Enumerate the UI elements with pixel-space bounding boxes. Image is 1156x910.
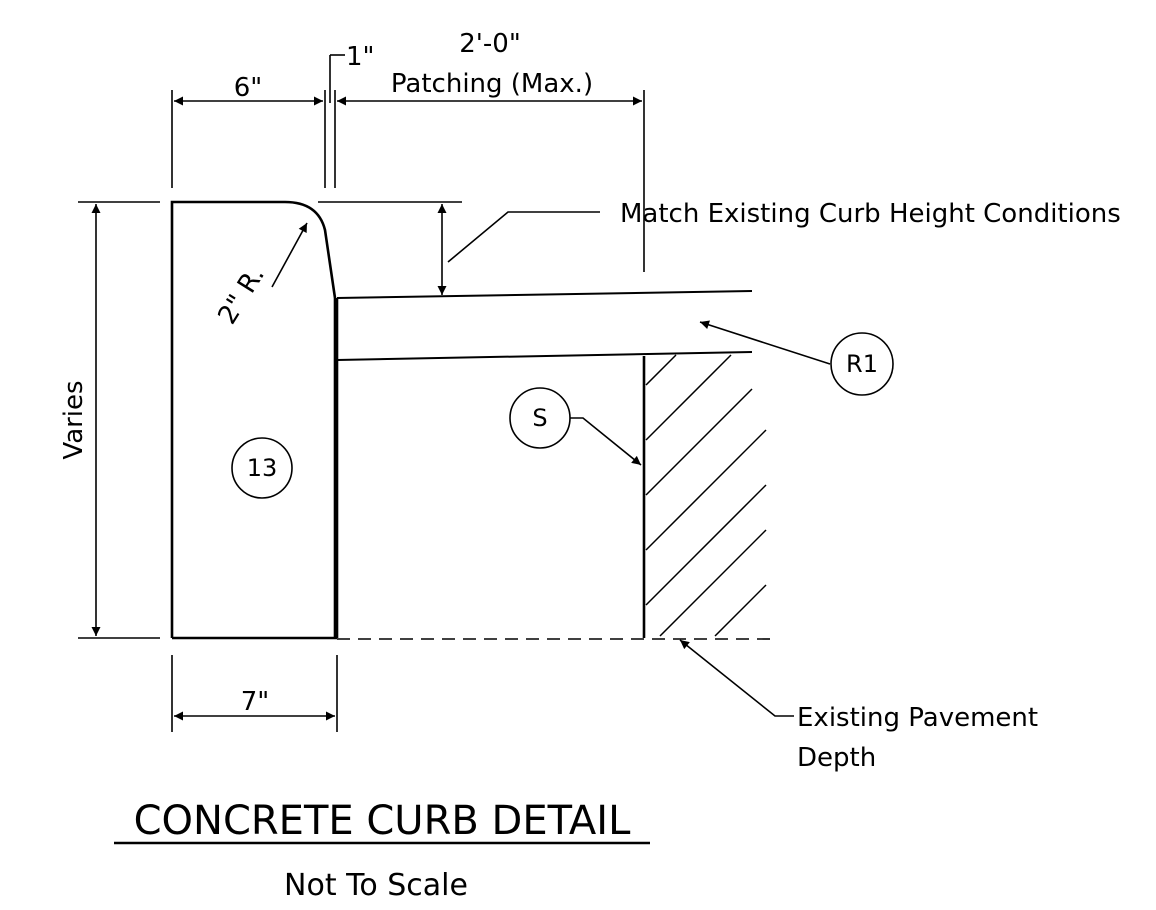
dim-patch-label: Patching (Max.) [391, 69, 593, 99]
r1-tag-label: R1 [846, 350, 878, 378]
radius-leader [271, 222, 308, 288]
radius-label: 2" R. [212, 261, 270, 330]
match-height-leader [447, 211, 600, 263]
match-height-label: Match Existing Curb Height Conditions [620, 199, 1121, 229]
dim-6in-label: 6" [234, 73, 263, 103]
r1-leader [699, 320, 831, 365]
pavement-depth-leader [679, 639, 794, 717]
dim-patch-length-label: 2'-0" [459, 29, 521, 59]
dim-1in-label: 1" [346, 42, 375, 72]
drawing-title: CONCRETE CURB DETAIL [134, 798, 631, 844]
pavement-depth-label-2: Depth [797, 743, 876, 773]
dim-7in-label: 7" [241, 687, 270, 717]
pavement-depth-label-1: Existing Pavement [797, 703, 1038, 733]
existing-pavement-hatch [645, 354, 767, 637]
dim-height-label: Varies [59, 380, 89, 459]
curb-tag-circle [231, 437, 293, 499]
pavement-top-surface [336, 290, 753, 299]
s-tag-label: S [532, 404, 547, 432]
curb-tag-label: 13 [247, 454, 278, 482]
curb-outline [170, 200, 337, 638]
s-leader [570, 417, 642, 466]
r1-tag-circle [830, 332, 894, 396]
drawing-subtitle: Not To Scale [284, 868, 468, 903]
pavement-bottom-surface [336, 351, 753, 361]
